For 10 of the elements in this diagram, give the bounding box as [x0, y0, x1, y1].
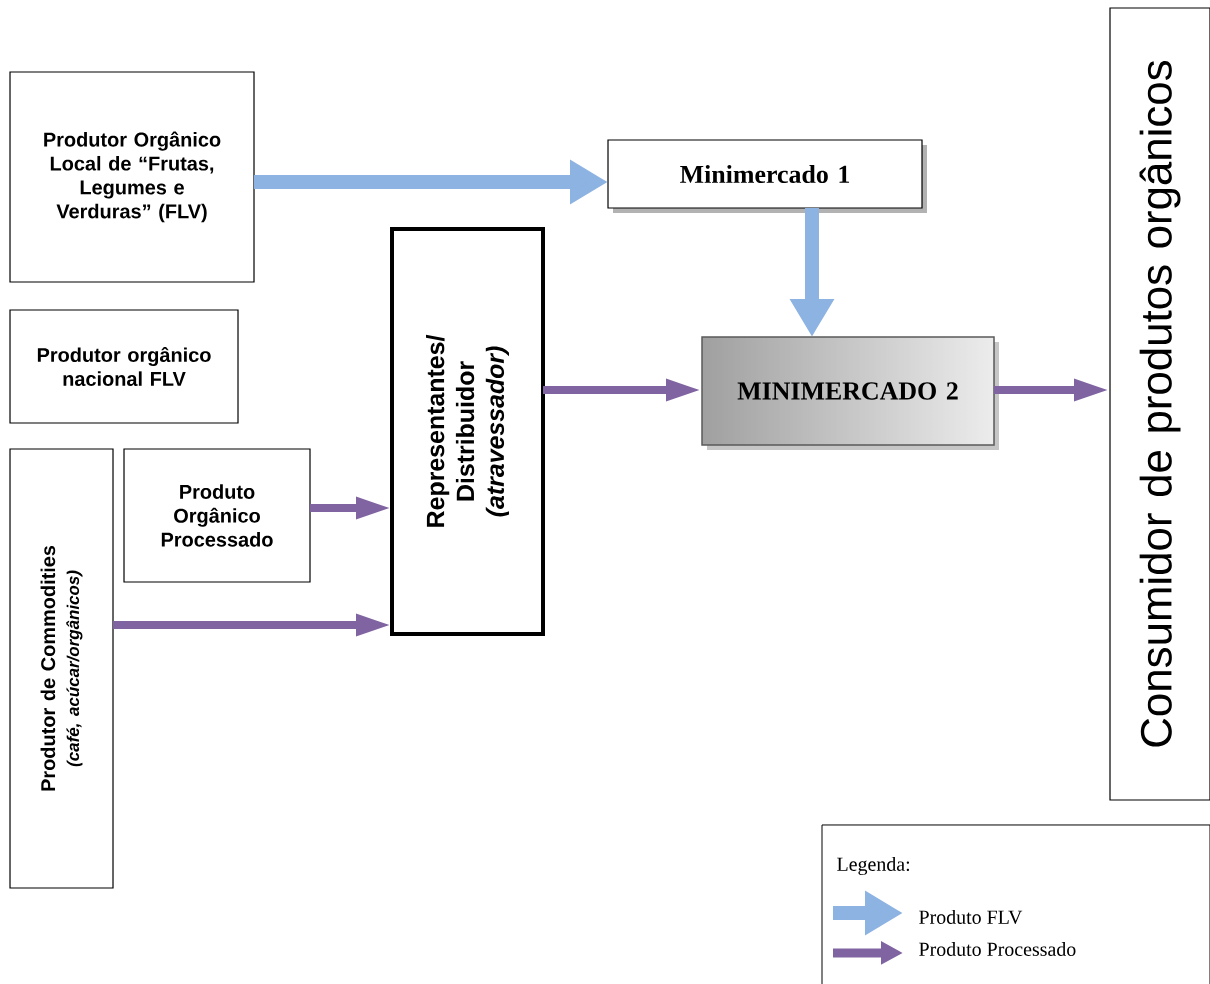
consumer-box: Consumidor de produtos orgânicos — [1109, 7, 1210, 801]
market-box: MINIMERCADO 2 — [701, 336, 999, 450]
process-box: Produtor de Commodities (café, acúcar/orgânicos) — [9, 448, 114, 889]
legend-text: Produto FLV — [919, 909, 1023, 925]
process-box: Produtor Orgânico Local de “Frutas, Legumes e Verduras” (FLV) — [9, 71, 255, 283]
process-box: Produtor orgânico nacional FLV — [9, 309, 239, 424]
market-box: Minimercado 1 — [607, 139, 927, 213]
process-box: Produto Orgânico Processado — [123, 448, 311, 583]
legend-text: Produto Processado — [919, 941, 1076, 956]
distributor-box: Representantes/ Distribuidor (atravessador) — [390, 227, 545, 636]
